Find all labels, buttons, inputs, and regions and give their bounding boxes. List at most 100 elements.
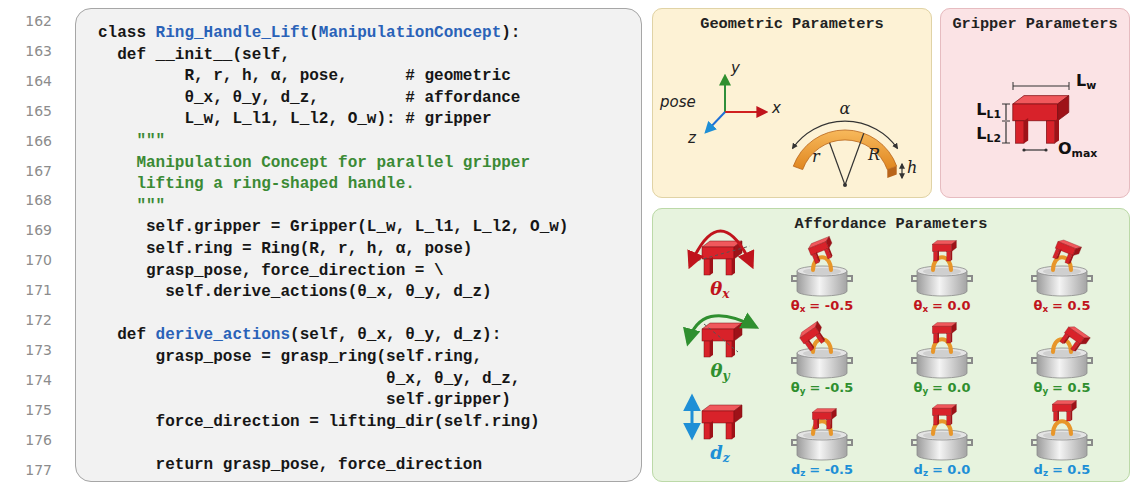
code-token: # geometric — [405, 66, 511, 86]
code-token: force_direction = lifting_dir(self.ring) — [156, 412, 540, 432]
pose-axes — [706, 112, 725, 132]
gripper-dimensions — [1044, 148, 1047, 151]
pose-axes — [725, 111, 766, 113]
gripper-dimension-text: L — [1076, 71, 1086, 90]
pot-grasp-grid — [1059, 324, 1090, 354]
code-panel: classRing_Handle_Lift(ManipulationConcep… — [75, 8, 642, 482]
pot-grasp-grid — [912, 339, 972, 378]
line-number: 162 — [25, 13, 52, 29]
code-token: self.ring = Ring(R, r, h, α, pose) — [146, 239, 472, 259]
code-token: def — [117, 325, 146, 345]
axis-label: z — [688, 130, 696, 147]
line-number: 172 — [25, 312, 52, 328]
pot-grasp-grid — [792, 409, 852, 460]
value-caption: θy= 0.0 — [913, 381, 970, 396]
axis-label: x — [772, 100, 781, 117]
pot-grasp-grid — [1032, 339, 1092, 378]
value-caption-text: y — [1042, 386, 1048, 396]
dimension-label-text: h — [907, 158, 917, 177]
line-number-text: 172 — [25, 312, 52, 328]
ring-segment — [901, 164, 902, 178]
ring-segment — [793, 130, 896, 170]
line-number: 169 — [25, 222, 52, 238]
value-caption-text: x — [922, 304, 928, 314]
value-caption-text: y — [922, 386, 928, 396]
line-number-text: 177 — [25, 462, 52, 478]
gripper-dimension-text: L — [976, 100, 986, 119]
affordance-symbol-text: θ — [710, 278, 722, 299]
value-caption-text: z — [923, 468, 928, 478]
pot-grasp-grid — [792, 321, 852, 378]
code-token: lifting a ring-shaped handle. — [136, 174, 414, 194]
value-caption: θy= -0.5 — [791, 381, 853, 396]
value-caption-text: = 0.5 — [1052, 380, 1090, 395]
pot-grasp-grid — [1032, 324, 1092, 378]
gripper-dimension: LL1 — [976, 101, 1001, 121]
gripper-dimension: LL2 — [976, 125, 1001, 145]
line-number: 173 — [25, 342, 52, 358]
code-token: self.gripper) — [386, 390, 511, 410]
gripper-dimension-text: L — [976, 124, 986, 143]
affordance-symbol: θx — [710, 279, 729, 301]
value-caption-text: θ — [1033, 380, 1042, 395]
ring-segment — [793, 121, 902, 187]
dimension-label: r — [812, 148, 820, 166]
value-caption-text: = -0.5 — [809, 380, 853, 395]
axis-label-text: z — [688, 129, 696, 147]
code-token: ): — [501, 23, 520, 43]
line-number-text: 173 — [25, 342, 52, 358]
dimension-label-text: α — [840, 99, 851, 118]
code-token: grasp_pose = grasp_ring(self.ring, — [156, 347, 482, 367]
dimension-label-text: r — [812, 147, 820, 166]
value-caption: dz= 0.0 — [914, 463, 971, 478]
value-caption: θx= 0.5 — [1034, 299, 1091, 314]
ring-segment — [845, 133, 864, 185]
value-caption-text: θ — [791, 298, 800, 313]
geometric-panel — [652, 8, 932, 198]
pot-grasp-grid — [1052, 401, 1076, 421]
value-caption: θx= -0.5 — [791, 299, 853, 314]
line-number-text: 176 — [25, 432, 52, 448]
pot-grasp-grid — [798, 321, 829, 351]
value-caption: θx= 0.0 — [914, 299, 971, 314]
value-caption-text: z — [1043, 468, 1048, 478]
gripper-dimensions — [1005, 104, 1006, 120]
line-number-text: 171 — [25, 282, 52, 298]
affordance-icons — [702, 241, 742, 275]
gripper-dimension-text: w — [1086, 79, 1096, 92]
axis-label: y — [731, 60, 740, 77]
code-token: ( — [309, 23, 319, 43]
pot-grasp-grid — [912, 421, 972, 460]
line-number-text: 170 — [25, 252, 52, 268]
dimension-label: h — [907, 159, 917, 177]
value-caption-text: d — [791, 462, 800, 477]
line-number-text: 162 — [25, 13, 52, 29]
pot-grasp-grid — [792, 236, 1092, 460]
affordance-panel — [652, 208, 1130, 482]
pot-grasp-grid — [807, 236, 837, 264]
line-number: 167 — [25, 163, 52, 179]
line-number: 177 — [25, 462, 52, 478]
gripper-dimensions — [1013, 85, 1069, 86]
affordance-symbol-text: y — [722, 369, 729, 383]
code-token: # affordance — [405, 88, 520, 108]
line-number: 171 — [25, 282, 52, 298]
value-caption-text: = 0.0 — [932, 462, 970, 477]
value-caption: dz= 0.5 — [1034, 463, 1091, 478]
pose-axes — [706, 76, 766, 132]
line-number-text: 164 — [25, 73, 52, 89]
gripper-dimensions — [1002, 143, 1010, 144]
code-token: ManipulationConcept — [319, 23, 501, 43]
line-number-text: 169 — [25, 222, 52, 238]
panel-heading: Geometric Parameters — [653, 9, 931, 34]
line-number-text: 174 — [25, 372, 52, 388]
line-number: 168 — [25, 192, 52, 208]
line-number-text: 163 — [25, 43, 52, 59]
gripper-dimensions — [1013, 96, 1069, 144]
gripper-panel — [940, 8, 1130, 198]
affordance-icons — [690, 231, 752, 266]
pot-grasp-grid — [912, 405, 972, 460]
gripper-dimension: Lw — [1076, 72, 1096, 92]
affordance-symbol-text: x — [722, 287, 729, 301]
pose-axes — [724, 76, 726, 112]
